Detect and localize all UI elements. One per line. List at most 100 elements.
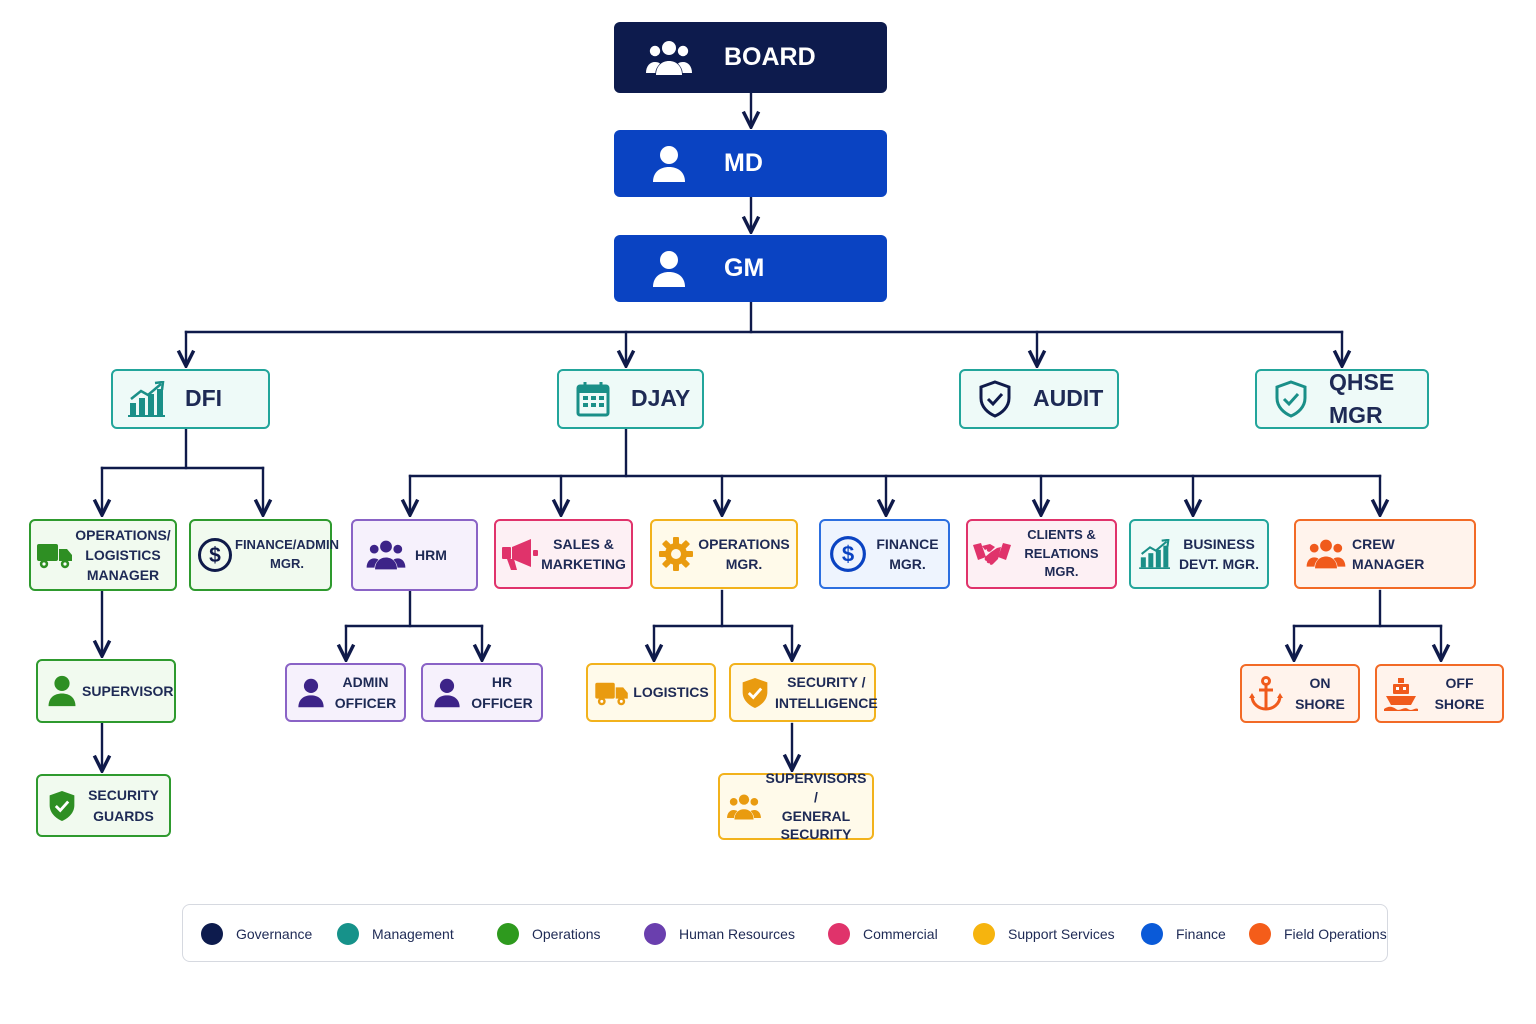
- node-ops-logistics[interactable]: OPERATIONS/ LOGISTICS MANAGER: [29, 519, 177, 591]
- node-sales-marketing[interactable]: SALES & MARKETING: [494, 519, 633, 589]
- node-on-shore-label: ON SHORE: [1295, 675, 1345, 712]
- node-on-shore[interactable]: ON SHORE: [1240, 664, 1360, 723]
- node-supervisors-general-security[interactable]: SUPERVISORS / GENERAL SECURITY: [718, 770, 874, 842]
- svg-text:$: $: [209, 544, 221, 567]
- megaphone-icon: [496, 537, 540, 571]
- legend-dot: [1249, 923, 1271, 945]
- legend-dot: [644, 923, 666, 945]
- node-hr-officer-label: HR OFFICER: [471, 674, 533, 711]
- node-off-shore[interactable]: OFF SHORE: [1375, 664, 1504, 723]
- node-audit-label: AUDIT: [1033, 385, 1104, 412]
- node-operations-mgr-label: OPERATIONS MGR.: [698, 535, 790, 572]
- node-audit[interactable]: AUDIT: [959, 369, 1119, 429]
- node-security-guards[interactable]: SECURITY GUARDS: [36, 774, 171, 837]
- anchor-icon: [1242, 675, 1286, 712]
- node-business-devt[interactable]: BUSINESS DEVT. MGR.: [1129, 519, 1269, 589]
- node-supervisor-label: SUPERVISOR: [82, 682, 174, 699]
- node-md-label: MD: [724, 149, 763, 178]
- node-security-intelligence-label: SECURITY / INTELLIGENCE: [775, 674, 878, 711]
- user-icon: [287, 678, 331, 708]
- legend-item-operations: Operations: [497, 905, 600, 963]
- legend-item-management: Management: [337, 905, 454, 963]
- shield-check-icon: [961, 380, 1029, 418]
- user-icon: [614, 145, 724, 183]
- node-dfi-label: DFI: [185, 385, 223, 412]
- legend-label: Management: [372, 926, 454, 942]
- dollar-circle-icon: $: [191, 537, 235, 573]
- node-sales-marketing-label: SALES & MARKETING: [541, 535, 626, 572]
- calendar-icon: [559, 381, 627, 417]
- bar-chart-growth-icon: [1131, 539, 1175, 569]
- legend-item-finance: Finance: [1141, 905, 1226, 963]
- shield-check-icon: [1257, 380, 1325, 418]
- node-security-guards-label: SECURITY GUARDS: [88, 787, 159, 824]
- node-djay-label: DJAY: [631, 385, 691, 412]
- node-supervisor[interactable]: SUPERVISOR: [36, 659, 176, 723]
- legend-dot: [497, 923, 519, 945]
- gear-icon: [652, 536, 696, 572]
- legend-item-human-resources: Human Resources: [644, 905, 795, 963]
- people-group-icon: [1296, 538, 1352, 570]
- node-finance-mgr-label: FINANCE MGR.: [876, 535, 939, 572]
- legend-item-field-operations: Field Operations: [1249, 905, 1387, 963]
- legend-label: Commercial: [863, 926, 938, 942]
- node-hrm-label: HRM: [415, 546, 447, 563]
- node-clients-relations-label: CLIENTS & RELATIONS MGR.: [1024, 526, 1099, 580]
- dollar-circle-icon: $: [821, 535, 871, 573]
- node-logistics-label: LOGISTICS: [633, 684, 709, 701]
- node-dfi[interactable]: DFI: [111, 369, 270, 429]
- node-logistics[interactable]: LOGISTICS: [586, 663, 716, 722]
- node-clients-relations[interactable]: CLIENTS & RELATIONS MGR.: [966, 519, 1117, 589]
- people-group-icon: [720, 793, 764, 821]
- shield-check-icon: [38, 789, 82, 823]
- node-supervisors-general-security-label: SUPERVISORS / GENERAL SECURITY: [765, 769, 867, 843]
- legend-item-governance: Governance: [201, 905, 312, 963]
- user-icon: [423, 678, 467, 708]
- ship-icon: [1377, 676, 1421, 712]
- node-md[interactable]: MD: [614, 130, 887, 197]
- node-crew-manager-label: CREW MANAGER: [1352, 535, 1425, 572]
- node-qhse-label: QHSE MGR: [1329, 368, 1395, 428]
- node-admin-officer[interactable]: ADMIN OFFICER: [285, 663, 406, 722]
- node-board[interactable]: BOARD: [614, 22, 887, 93]
- legend-item-commercial: Commercial: [828, 905, 938, 963]
- node-off-shore-label: OFF SHORE: [1434, 675, 1485, 712]
- people-group-icon: [614, 39, 724, 77]
- shield-check-icon: [731, 676, 775, 710]
- node-hr-officer[interactable]: HR OFFICER: [421, 663, 543, 722]
- user-icon: [614, 250, 724, 288]
- truck-icon: [588, 680, 632, 706]
- legend-dot: [973, 923, 995, 945]
- legend: Governance Management Operations Human R…: [182, 904, 1388, 962]
- bar-chart-growth-icon: [113, 381, 181, 417]
- node-business-devt-label: BUSINESS DEVT. MGR.: [1178, 535, 1260, 572]
- svg-text:$: $: [842, 541, 855, 566]
- node-operations-mgr[interactable]: OPERATIONS MGR.: [650, 519, 798, 589]
- legend-dot: [201, 923, 223, 945]
- node-board-label: BOARD: [724, 43, 816, 72]
- user-icon: [38, 675, 82, 707]
- node-security-intelligence[interactable]: SECURITY / INTELLIGENCE: [729, 663, 878, 722]
- node-qhse[interactable]: QHSE MGR: [1255, 369, 1429, 429]
- node-finance-admin-label: FINANCE/ADMIN MGR.: [235, 537, 339, 571]
- node-gm-label: GM: [724, 254, 765, 283]
- node-finance-admin[interactable]: $ FINANCE/ADMIN MGR.: [189, 519, 339, 591]
- legend-dot: [337, 923, 359, 945]
- legend-label: Support Services: [1008, 926, 1115, 942]
- node-crew-manager[interactable]: CREW MANAGER: [1294, 519, 1476, 589]
- legend-dot: [828, 923, 850, 945]
- legend-label: Human Resources: [679, 926, 795, 942]
- truck-icon: [31, 541, 75, 569]
- handshake-icon: [968, 539, 1012, 569]
- legend-label: Field Operations: [1284, 926, 1387, 942]
- node-admin-officer-label: ADMIN OFFICER: [334, 674, 397, 711]
- node-finance-mgr[interactable]: $ FINANCE MGR.: [819, 519, 950, 589]
- node-hrm[interactable]: HRM: [351, 519, 478, 591]
- legend-label: Governance: [236, 926, 313, 942]
- legend-label: Operations: [532, 926, 601, 942]
- node-gm[interactable]: GM: [614, 235, 887, 302]
- legend-item-support-services: Support Services: [973, 905, 1115, 963]
- node-djay[interactable]: DJAY: [557, 369, 704, 429]
- legend-label: Finance: [1176, 926, 1226, 942]
